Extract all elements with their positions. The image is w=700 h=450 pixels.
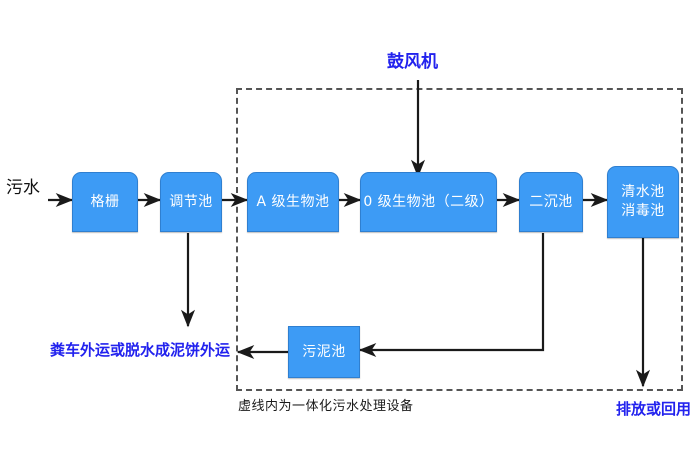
node-secondary-clarifier[interactable]: 二沉池 (519, 172, 583, 232)
node-clarifier-label: 二沉池 (529, 193, 573, 210)
node-o-stage-bioreactor[interactable]: 0 级生物池（二级） (360, 172, 497, 232)
node-clearwater-disinfection-tank[interactable]: 清水池 消毒池 (607, 166, 679, 238)
effluent-label: 排放或回用 (616, 400, 692, 418)
node-clearwater-label: 清水池 (621, 184, 665, 201)
node-a-stage-label: A 级生物池 (256, 193, 330, 210)
sludge-disposal-label: 粪车外运或脱水成泥饼外运 (50, 341, 231, 359)
influent-label: 污水 (6, 178, 40, 198)
node-regulator-label: 调节池 (169, 193, 213, 210)
equipment-caption: 虚线内为一体化污水处理设备 (238, 399, 414, 414)
node-a-stage-bioreactor[interactable]: A 级生物池 (247, 172, 339, 232)
blower-label: 鼓风机 (387, 52, 438, 72)
sludge-return-path (358, 233, 545, 358)
node-regulator[interactable]: 调节池 (160, 172, 222, 232)
node-grate[interactable]: 格栅 (72, 172, 138, 232)
node-disinfection-label: 消毒池 (621, 203, 665, 219)
node-sludge-label: 污泥池 (302, 343, 346, 360)
node-grate-label: 格栅 (90, 193, 120, 210)
node-o-stage-label: 0 级生物池（二级） (363, 193, 494, 210)
node-sludge-tank[interactable]: 污泥池 (288, 326, 360, 378)
